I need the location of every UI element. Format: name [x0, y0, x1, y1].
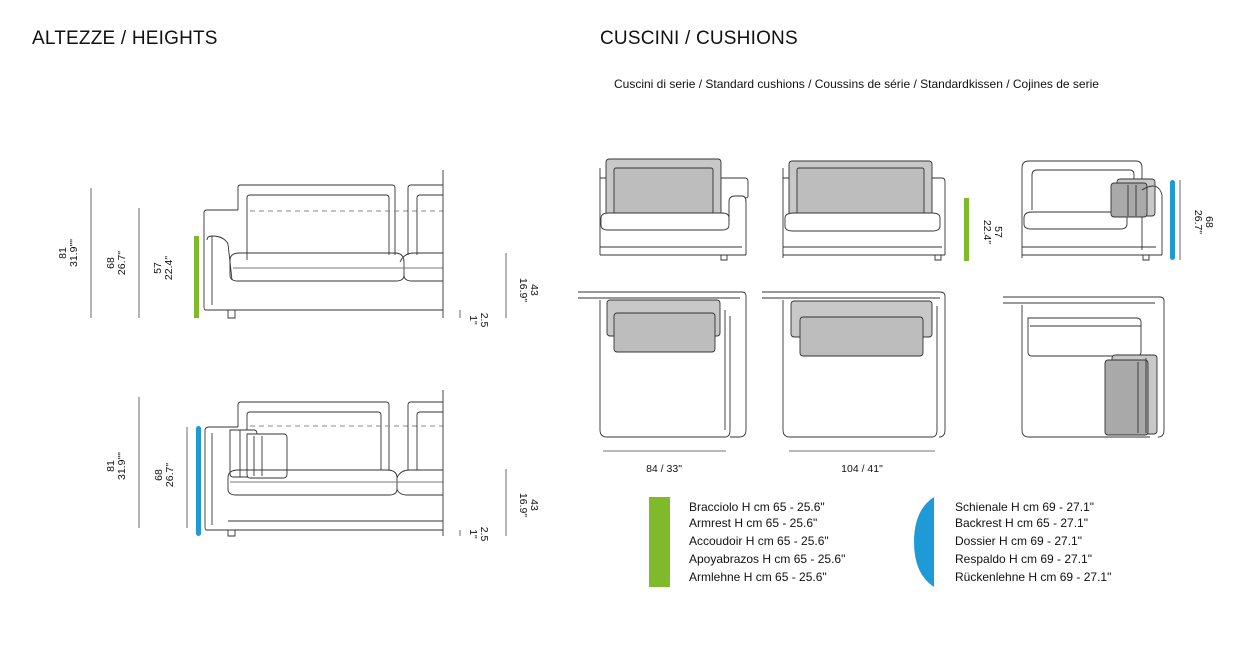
bottom-total-cm: 81: [105, 460, 117, 472]
legend-backrest-de: Rückenlehne H cm 69 - 27.1": [955, 570, 1111, 584]
armrest-legend: Bracciolo H cm 65 - 25.6" Armrest H cm 6…: [689, 500, 845, 584]
top-seat-in: 16.9": [517, 278, 529, 302]
sofa-height-view-top: 81 31.9"" 68 26.7" 57 22.4" 43 16.9" 2.5…: [57, 170, 540, 327]
top-foot-in: 1": [467, 315, 479, 325]
legend-armrest-es: Apoyabrazos H cm 65 - 25.6": [689, 552, 845, 566]
top-seat-cm: 43: [528, 284, 540, 296]
bottom-foot-in: 1": [467, 529, 479, 539]
backrest-legend: Schienale H cm 69 - 27.1" Backrest H cm …: [955, 500, 1111, 584]
cushion-backrest-marker: [1170, 180, 1175, 260]
top-back-in: 26.7": [116, 251, 128, 275]
width-small-label: 84 / 33": [646, 463, 682, 475]
top-back-cm: 68: [105, 257, 117, 269]
backrest-legend-swatch: [914, 497, 934, 587]
sofa-height-view-bottom: 81 31.9"" 68 26.7" 43 16.9" 2.5 1": [105, 390, 540, 541]
legend-armrest-en: Armrest H cm 65 - 25.6": [689, 516, 817, 530]
cushion-front-view-2: 57 22.4": [782, 160, 1004, 261]
cushions-title: CUSCINI / CUSHIONS: [600, 28, 798, 49]
cushions-subtitle: Cuscini di serie / Standard cushions / C…: [614, 77, 1099, 91]
backrest-height-marker: [196, 426, 201, 536]
bottom-back-cm: 68: [153, 469, 165, 481]
cushion-armrest-in: 22.4": [981, 220, 993, 244]
top-total-in: 31.9"": [68, 239, 80, 267]
bottom-foot-cm: 2.5: [478, 527, 490, 542]
bottom-back-in: 26.7": [164, 463, 176, 487]
legend-armrest-it: Bracciolo H cm 65 - 25.6": [689, 500, 825, 514]
legend-backrest-es: Respaldo H cm 69 - 27.1": [955, 552, 1092, 566]
legend-backrest-en: Backrest H cm 65 - 27.1": [955, 516, 1088, 530]
bottom-seat-cm: 43: [528, 499, 540, 511]
top-foot-cm: 2.5: [478, 313, 490, 328]
cushion-top-view-3: [1003, 296, 1165, 438]
cushion-backrest-in: 26.7": [1192, 210, 1204, 234]
top-total-cm: 81: [57, 247, 69, 259]
legend-backrest-fr: Dossier H cm 69 - 27.1": [955, 534, 1082, 548]
legend-backrest-it: Schienale H cm 69 - 27.1": [955, 500, 1094, 514]
armrest-legend-swatch: [649, 497, 670, 587]
cushion-top-view-1: 84 / 33": [578, 291, 747, 475]
legend-armrest-fr: Accoudoir H cm 65 - 25.6": [689, 534, 829, 548]
cushion-front-view-3: 68 26.7": [1021, 160, 1215, 261]
bottom-seat-in: 16.9": [517, 493, 529, 517]
width-large-label: 104 / 41": [841, 463, 883, 475]
cushion-backrest-cm: 68: [1203, 216, 1215, 228]
heights-title: ALTEZZE / HEIGHTS: [32, 28, 218, 49]
cushion-armrest-marker: [964, 198, 969, 261]
bottom-total-in: 31.9"": [116, 452, 128, 480]
top-arm-in: 22.4": [163, 256, 175, 280]
cushion-armrest-cm: 57: [992, 226, 1004, 238]
cushion-top-view-2: 104 / 41": [762, 291, 946, 475]
cushion-front-view-1: [599, 158, 749, 261]
legend-armrest-de: Armlehne H cm 65 - 25.6": [689, 570, 827, 584]
armrest-height-marker: [194, 236, 199, 318]
top-arm-cm: 57: [152, 262, 164, 274]
